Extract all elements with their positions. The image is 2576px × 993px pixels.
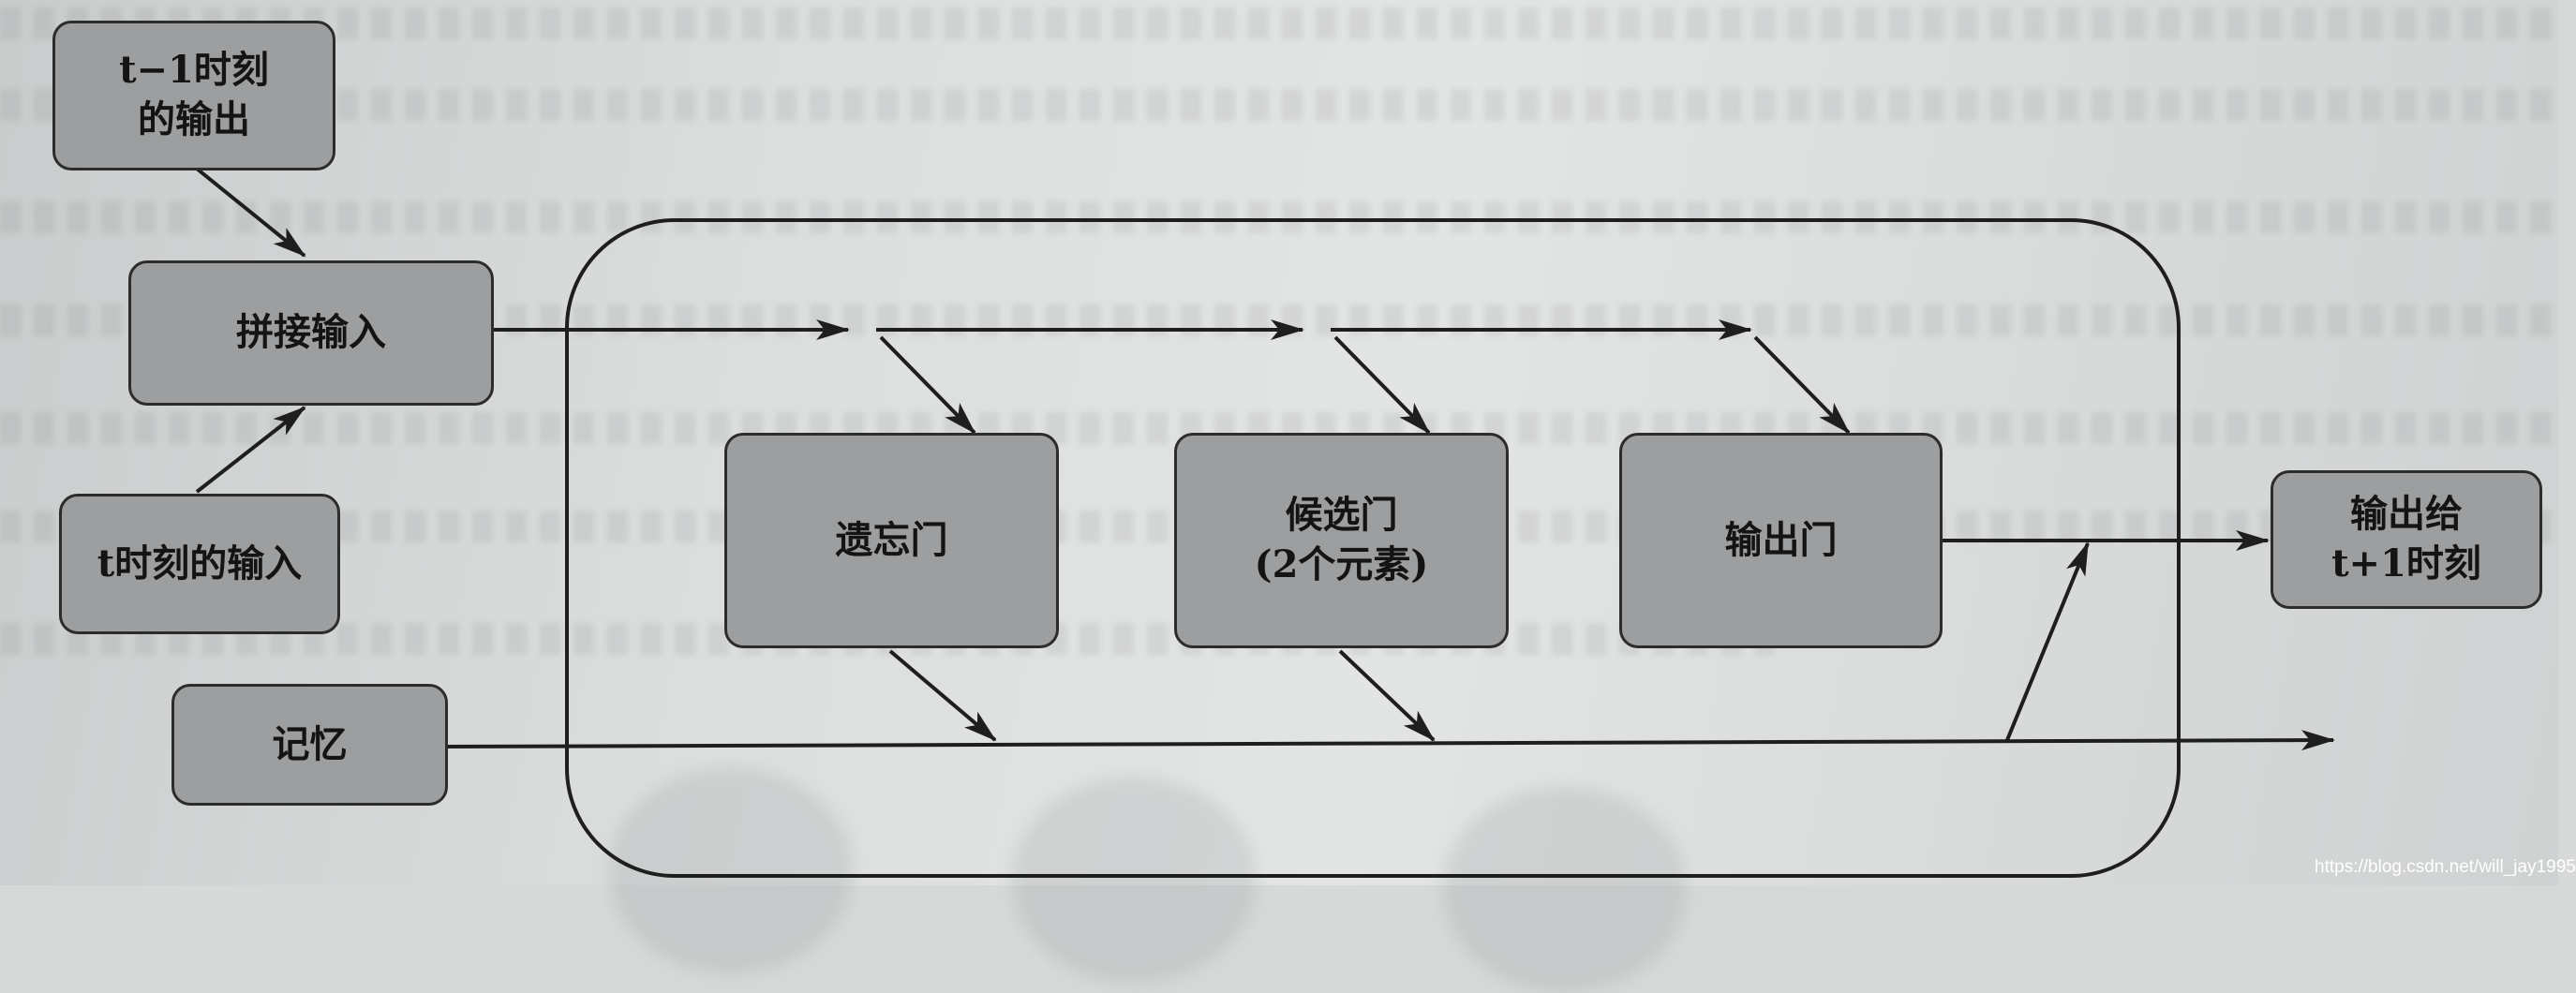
arrow-memory-line xyxy=(447,730,2335,751)
candidate-gate-node: 候选门 (2个元素) xyxy=(1174,433,1509,648)
next-output-line2: t+1时刻 xyxy=(2331,541,2481,585)
arrow-current-input-to-concat xyxy=(195,406,306,494)
arrow-concat-to-output-gate xyxy=(1753,335,1851,435)
source-watermark: https://blog.csdn.net/will_jay1995 xyxy=(2315,857,2576,877)
arrow-candidate-gate-to-memory xyxy=(1338,649,1436,742)
current-input-label: t时刻的输入 xyxy=(97,541,303,585)
concat-input-node: 拼接输入 xyxy=(128,260,494,406)
next-output-node: 输出给 t+1时刻 xyxy=(2271,470,2542,609)
arrow-concat-to-forget-gate xyxy=(879,335,976,435)
current-input-node: t时刻的输入 xyxy=(59,494,340,634)
lstm-diagram xyxy=(195,167,2335,878)
candidate-gate-line1: 候选门 xyxy=(1285,493,1398,538)
arrow-forget-gate-to-memory xyxy=(888,649,997,742)
arrow-concat-to-candidate-gate xyxy=(1333,335,1431,435)
output-gate-node: 输出门 xyxy=(1619,433,1943,648)
candidate-gate-line2: (2个元素) xyxy=(1254,542,1429,586)
background-shadow xyxy=(1012,778,1256,984)
memory-node: 记忆 xyxy=(171,684,448,806)
background-shadow xyxy=(1443,787,1687,993)
forget-gate-node: 遗忘门 xyxy=(724,433,1059,648)
background-text-bleed xyxy=(0,89,2558,121)
arrow-prev-output-to-concat xyxy=(195,167,306,258)
memory-label: 记忆 xyxy=(272,721,348,766)
prev-output-line2: 的输出 xyxy=(138,97,250,141)
prev-output-line1: t−1时刻 xyxy=(119,48,269,93)
concat-input-label: 拼接输入 xyxy=(236,310,386,355)
prev-output-node: t−1时刻 的输出 xyxy=(52,21,335,170)
forget-gate-label: 遗忘门 xyxy=(835,517,948,562)
output-gate-label: 输出门 xyxy=(1724,517,1838,562)
lstm-cell-boundary xyxy=(565,218,2181,878)
next-output-line1: 输出给 xyxy=(2350,492,2463,537)
arrow-memory-up-to-output xyxy=(2005,541,2090,741)
background-text-bleed xyxy=(0,7,2558,39)
background-text-bleed xyxy=(0,201,2558,233)
